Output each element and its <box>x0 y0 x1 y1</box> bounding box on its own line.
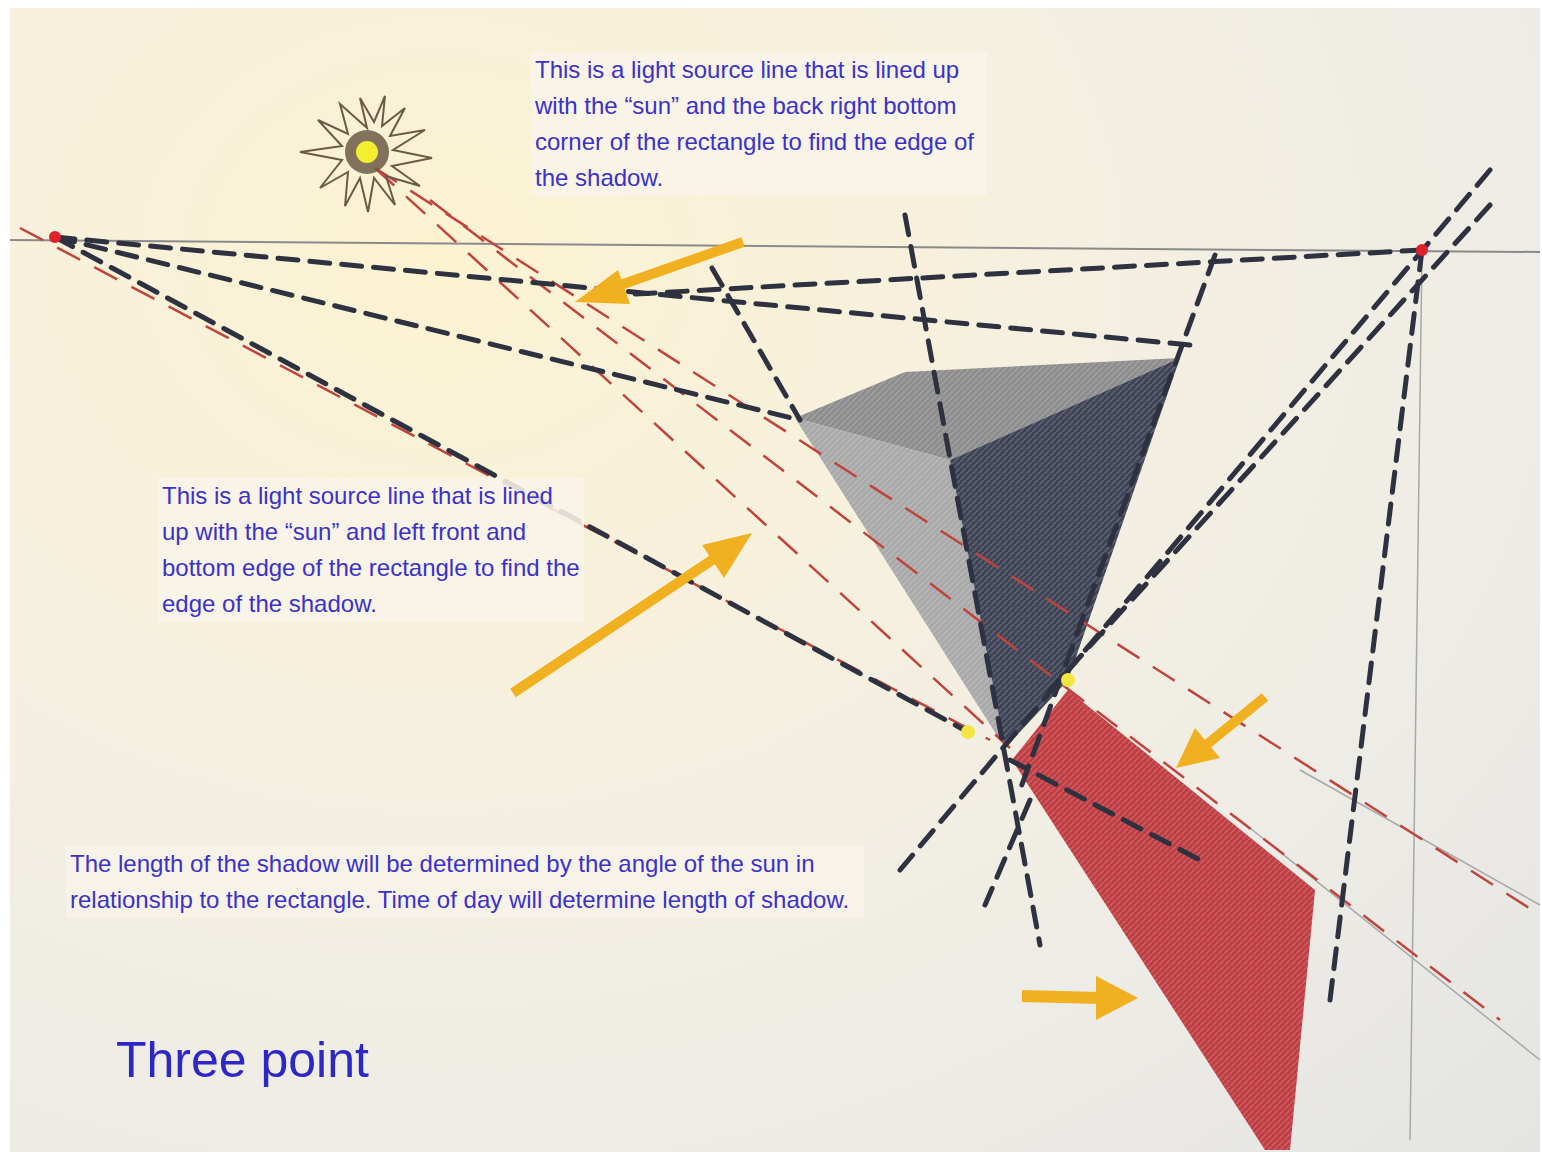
shadow-texture <box>1012 690 1315 1150</box>
sun-core <box>356 141 378 163</box>
annotation-note: The length of the shadow will be determi… <box>66 846 864 918</box>
perspective-line <box>55 237 800 420</box>
pencil-guide <box>1410 250 1422 1140</box>
arrow-shaft <box>612 242 743 288</box>
pointer-arrow <box>1022 976 1138 1020</box>
annotation-note: This is a light source line that is line… <box>531 52 987 196</box>
corner-point <box>961 725 975 739</box>
light-line <box>20 228 990 740</box>
arrow-shaft <box>1205 697 1265 746</box>
perspective-line <box>55 237 968 732</box>
perspective-line <box>1050 205 1490 690</box>
sun-disc <box>345 130 389 174</box>
perspective-line <box>985 800 1030 905</box>
cast-shadow <box>1012 690 1315 1150</box>
arrow-head <box>702 533 752 578</box>
arrow-head <box>1096 976 1138 1020</box>
perspective-line <box>712 268 800 420</box>
horizon-line <box>10 240 1540 252</box>
perspective-line <box>1330 250 1422 1000</box>
pointer-arrow <box>1176 697 1265 768</box>
sun-symbol <box>300 96 432 212</box>
perspective-line <box>1010 760 1200 860</box>
arrow-shaft <box>1022 996 1100 998</box>
arrow-head <box>1176 728 1220 768</box>
diagram-title: Three point <box>116 1030 369 1090</box>
perspective-line <box>600 250 1422 296</box>
perspective-lines <box>55 170 1490 1000</box>
annotation-note: This is a light source line that is line… <box>158 478 584 622</box>
perspective-line <box>905 215 1040 945</box>
box-texture <box>795 358 1180 748</box>
perspective-line <box>900 170 1490 870</box>
perspective-line <box>1020 255 1215 790</box>
corner-point <box>1061 673 1075 687</box>
light-lines <box>20 168 1540 1020</box>
sun-ray-outline <box>300 96 432 212</box>
arrow-head <box>575 270 630 304</box>
vanishing-point <box>49 231 61 243</box>
sun-rays <box>300 96 432 212</box>
vanishing-point <box>1416 244 1428 256</box>
pointer-arrow <box>575 242 743 304</box>
